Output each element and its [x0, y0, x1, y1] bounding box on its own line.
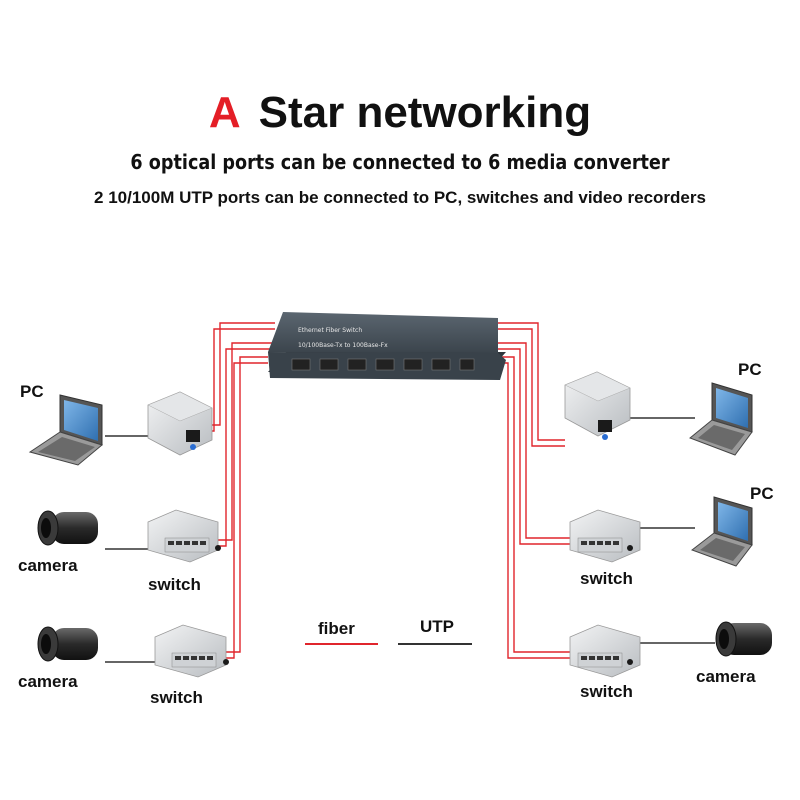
- switch-device-spec: 10/100Base-Tx to 100Base-Fx: [298, 342, 388, 349]
- media-converter-right: [564, 371, 631, 440]
- label-camera-right: camera: [696, 667, 756, 686]
- subtitle-utp-ports: 2 10/100M UTP ports can be connected to …: [94, 188, 706, 207]
- label-camera-left-2: camera: [18, 672, 78, 691]
- title-text: Star networking: [258, 88, 592, 137]
- laptop-right-1: [689, 382, 753, 456]
- laptop-right-2: [690, 496, 753, 567]
- label-pc-right-2: PC: [750, 484, 774, 503]
- legend-utp-label: UTP: [420, 617, 454, 636]
- title-letter: A: [208, 88, 241, 137]
- media-converter-left: [147, 391, 213, 456]
- legend-fiber-label: fiber: [318, 619, 355, 638]
- camera-right: [715, 621, 772, 657]
- label-switch-left-1: switch: [148, 575, 201, 594]
- utp-lines: [105, 417, 715, 663]
- fiber-lines-right: [490, 322, 570, 659]
- small-switch-left-2: [154, 624, 229, 678]
- label-camera-left-1: camera: [18, 556, 78, 575]
- label-switch-right-2: switch: [580, 682, 633, 701]
- small-switch-right-2: [569, 624, 641, 678]
- fiber-lines-left: [205, 322, 275, 659]
- camera-left-2: [37, 626, 98, 662]
- label-pc-left: PC: [20, 382, 44, 401]
- small-switch-right-1: [569, 509, 641, 563]
- page-title: A Star networking: [0, 88, 800, 138]
- fiber-switch-device: Ethernet Fiber Switch 10/100Base-Tx to 1…: [268, 312, 506, 380]
- switch-device-name: Ethernet Fiber Switch: [298, 327, 362, 334]
- label-switch-right-1: switch: [580, 569, 633, 588]
- laptop-left: [28, 394, 104, 466]
- camera-left-1: [37, 510, 98, 546]
- label-pc-right-1: PC: [738, 360, 762, 379]
- subtitle-optical-ports: 6 optical ports can be connected to 6 me…: [130, 150, 670, 174]
- small-switch-left-1: [147, 509, 221, 563]
- optical-ports: [291, 358, 475, 371]
- label-switch-left-2: switch: [150, 688, 203, 707]
